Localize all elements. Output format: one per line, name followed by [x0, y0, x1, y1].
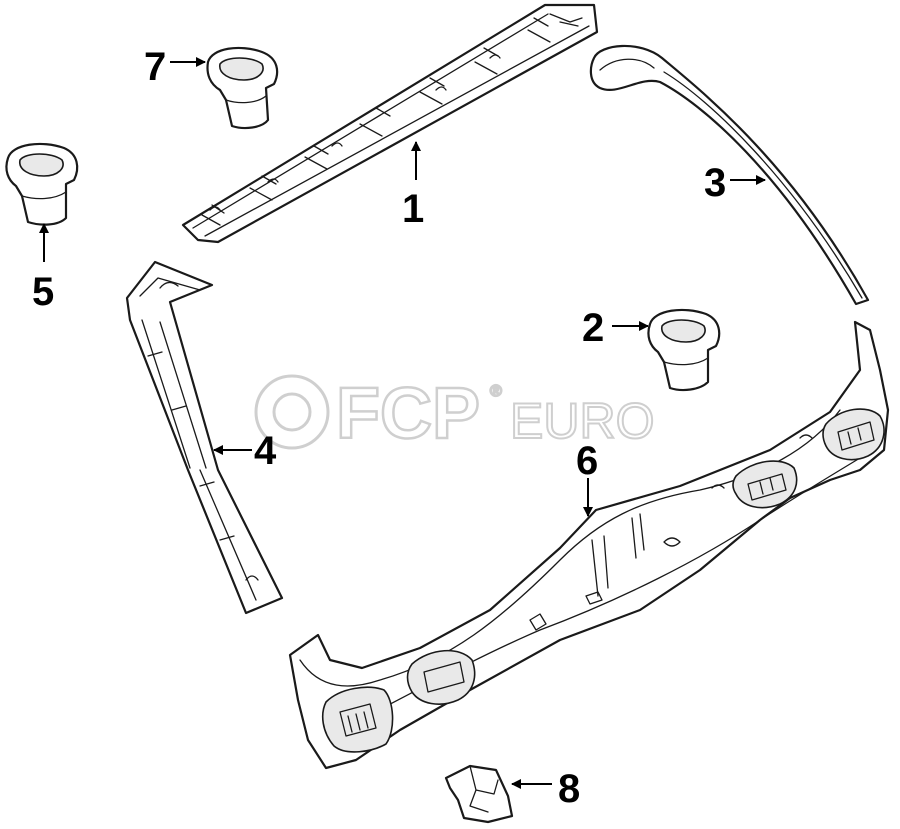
callout-7: 7: [144, 45, 166, 89]
callout-5: 5: [32, 270, 54, 314]
callout-4: 4: [254, 429, 277, 473]
part-8-bracket-clip: [444, 764, 514, 824]
watermark: FCP ® EURO: [254, 373, 655, 455]
callout-8: 8: [558, 767, 580, 811]
part-2-clip: [647, 308, 721, 392]
callout-labels: 1 2 3 4 5 6 7 8: [32, 45, 726, 811]
leader-lines: [39, 57, 766, 789]
part-1-upper-trim-panel: [181, 3, 599, 244]
part-3-weatherstrip: [589, 44, 870, 306]
callout-3: 3: [704, 161, 726, 205]
callout-2: 2: [582, 306, 604, 350]
part-6-lower-tailgate-panel: [288, 320, 890, 770]
part-7-clip: [206, 46, 279, 130]
part-5-clip: [5, 142, 79, 226]
callout-1: 1: [402, 187, 424, 231]
watermark-primary: FCP: [336, 374, 480, 454]
watermark-secondary: EURO: [510, 393, 654, 449]
watermark-registered: ®: [490, 383, 502, 400]
callout-6: 6: [576, 439, 598, 483]
part-4-side-pillar-trim: [125, 260, 284, 615]
watermark-logo-icon: [254, 374, 330, 450]
